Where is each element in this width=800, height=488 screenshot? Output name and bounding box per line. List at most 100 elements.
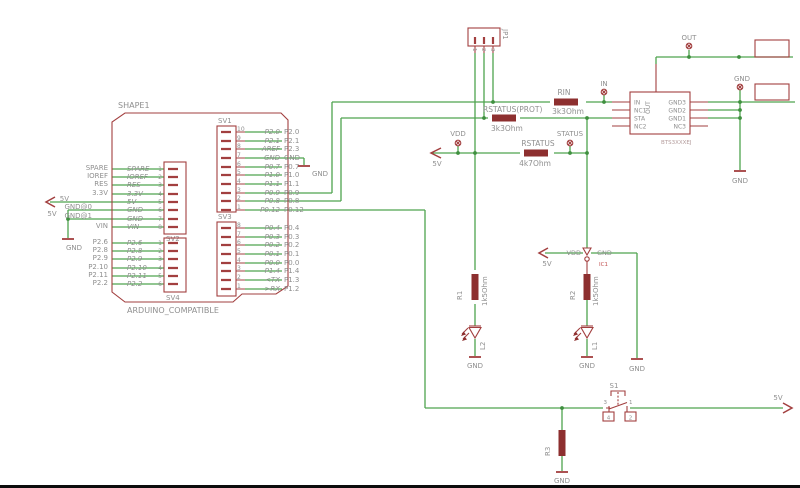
connector-sv4[interactable]: SV4 1 2 3 4 5 6	[158, 237, 187, 302]
switch-s1[interactable]: S1 3 1 4 2	[602, 382, 637, 422]
svg-text:4: 4	[237, 257, 241, 264]
svg-text:GND1: GND1	[668, 116, 686, 123]
sv2-net-labels: SPARE IOREF RES 3.3V 5V GND GND VIN SPAR…	[60, 164, 150, 231]
ic1-name: IC1	[599, 262, 608, 268]
gnd-symbol-chip[interactable]: GND	[732, 170, 748, 185]
gnd-symbol-sv1[interactable]: GND	[298, 165, 328, 178]
svg-text:GND@0: GND@0	[64, 203, 92, 211]
svg-text:P2.11: P2.11	[88, 271, 108, 279]
svg-text:P0.0: P0.0	[265, 259, 281, 267]
resistor-value: 1k5Ohm	[481, 276, 489, 306]
svg-text:AREF: AREF	[261, 145, 281, 153]
svg-text:NC2: NC2	[634, 124, 647, 131]
arduino-frame[interactable]: SHAPE1 ARDUINO_COMPATIBLE	[111, 101, 289, 315]
svg-text:GND: GND	[554, 477, 570, 485]
supply-arrow-5v-right[interactable]: 5V	[773, 394, 794, 414]
svg-text:1: 1	[471, 48, 477, 52]
svg-text:5V: 5V	[127, 198, 137, 206]
svg-text:GND: GND	[467, 362, 483, 370]
svg-text:2: 2	[237, 274, 241, 281]
svg-text:1: 1	[158, 240, 162, 247]
ic-bts3xxxej[interactable]: IN NC1 STA NC2 GND3 GND2 GND1 NC3 OUT BT…	[612, 64, 708, 146]
resistor-value: 3k3Ohm	[491, 124, 523, 133]
sv3-net-labels: P0.4 P0.3 P0.2 P0.1 P0.0 P1.4 <TX >RX P0…	[264, 224, 299, 293]
svg-text:P0.3: P0.3	[284, 233, 299, 241]
svg-text:3: 3	[489, 48, 495, 52]
gnd-symbol-ic1[interactable]: GND	[629, 358, 645, 373]
svg-text:3.3V: 3.3V	[92, 189, 108, 197]
svg-text:2: 2	[480, 48, 486, 52]
ic-pin-names: IN NC1 STA NC2 GND3 GND2 GND1 NC3 OUT	[634, 100, 686, 131]
svg-text:6: 6	[158, 207, 162, 214]
connector-sv3[interactable]: SV3 8 7 6 5 4 3 2 1	[216, 213, 245, 297]
svg-text:8: 8	[158, 224, 162, 231]
svg-text:P1.1: P1.1	[265, 180, 280, 188]
pin-flag-status[interactable]: STATUS	[557, 130, 584, 147]
gnd-symbol-header[interactable]: GND	[62, 238, 82, 252]
svg-text:P0.9: P0.9	[284, 189, 299, 197]
jp1-pin-numbers: 1 2 3	[471, 48, 495, 52]
resistor-name: RIN	[557, 88, 570, 97]
pad-gnd[interactable]	[754, 83, 790, 101]
sv1-pin-numbers: 10 9 8 7 6 5 4 3 2 1	[237, 126, 245, 211]
window-bottom-border	[0, 485, 800, 488]
svg-text:RES: RES	[127, 181, 141, 189]
resistor-r3[interactable]: R3	[544, 430, 566, 456]
connector-jp1[interactable]: JP1 1 2 3	[467, 27, 509, 53]
connector-name: SV4	[166, 294, 180, 302]
gnd-symbol-l1[interactable]: GND	[579, 356, 595, 370]
led-l1[interactable]: L1	[573, 325, 599, 350]
svg-text:SPARE: SPARE	[127, 165, 150, 173]
svg-text:P1.4: P1.4	[284, 267, 300, 275]
pad-out[interactable]	[754, 39, 790, 58]
pin-flag-in[interactable]: IN	[600, 80, 608, 96]
sv1-net-labels: P2.0 P2.1 AREF GND P0.7 P1.0 P1.1 P0.9 P…	[260, 128, 304, 214]
svg-text:P1.0: P1.0	[284, 171, 299, 179]
svg-text:8: 8	[237, 222, 241, 229]
svg-text:GND2: GND2	[668, 108, 686, 115]
svg-text:IN: IN	[634, 100, 640, 107]
svg-text:GND: GND	[734, 75, 750, 83]
resistor-value: 3k3Ohm	[552, 107, 584, 116]
pin-flag-vdd[interactable]: VDD	[450, 130, 466, 147]
supply-arrow-5v-ic1[interactable]: 5V	[537, 247, 552, 268]
resistor-rin[interactable]: RIN 3k3Ohm	[552, 88, 584, 116]
svg-text:P2.8: P2.8	[93, 246, 108, 254]
svg-text:GND: GND	[284, 154, 300, 162]
switch-pin-4: 4	[607, 416, 611, 422]
svg-text:P0.8: P0.8	[265, 197, 281, 205]
resistor-name: R1	[456, 291, 464, 300]
svg-text:RES: RES	[94, 180, 108, 188]
svg-text:P2.9: P2.9	[127, 255, 143, 263]
svg-text:2: 2	[158, 248, 162, 255]
sv4-pin-numbers: 1 2 3 4 5 6	[158, 240, 162, 288]
supply-arrow-5v-left[interactable]: 5V	[44, 196, 57, 218]
resistor-rstatus[interactable]: RSTATUS 4k7Ohm	[519, 139, 555, 168]
resistor-value: 1k5Ohm	[592, 276, 600, 306]
svg-text:>RX: >RX	[264, 285, 280, 293]
gnd-symbol-r3[interactable]: GND	[554, 471, 570, 485]
svg-text:NC3: NC3	[674, 124, 687, 131]
supply-arrow-5v-mid[interactable]: 5V	[429, 147, 442, 168]
svg-text:1: 1	[237, 283, 241, 290]
svg-text:2: 2	[237, 195, 241, 202]
svg-text:5V: 5V	[773, 394, 782, 402]
pin-flag-out[interactable]: OUT	[682, 34, 698, 50]
gnd-symbol-l2[interactable]: GND	[467, 356, 483, 370]
pin-flag-gnd[interactable]: GND	[734, 75, 750, 91]
ic1-power-symbol[interactable]: VDD GND IC1	[567, 247, 612, 274]
svg-text:P2.1: P2.1	[284, 137, 299, 145]
svg-text:P2.6: P2.6	[93, 238, 109, 246]
svg-text:P0.2: P0.2	[265, 241, 281, 249]
svg-text:P0.4: P0.4	[284, 224, 300, 232]
svg-text:3.3V: 3.3V	[127, 190, 144, 198]
svg-text:P0.2: P0.2	[284, 241, 299, 249]
resistor-rstatus-prot[interactable]: RSTATUS(PROT) 3k3Ohm	[483, 105, 542, 133]
svg-text:P2.0: P2.0	[265, 128, 281, 136]
resistor-r2[interactable]: R2 1k5Ohm	[569, 274, 600, 306]
connector-sv2[interactable]: SV2 1 2 3 4 5 6 7 8	[158, 161, 187, 243]
resistor-r1[interactable]: R1 1k5Ohm	[456, 274, 489, 306]
led-l2[interactable]: L2	[461, 325, 487, 350]
connector-sv1[interactable]: SV1 10 9 8 7 6 5 4 3 2 1	[216, 117, 245, 213]
